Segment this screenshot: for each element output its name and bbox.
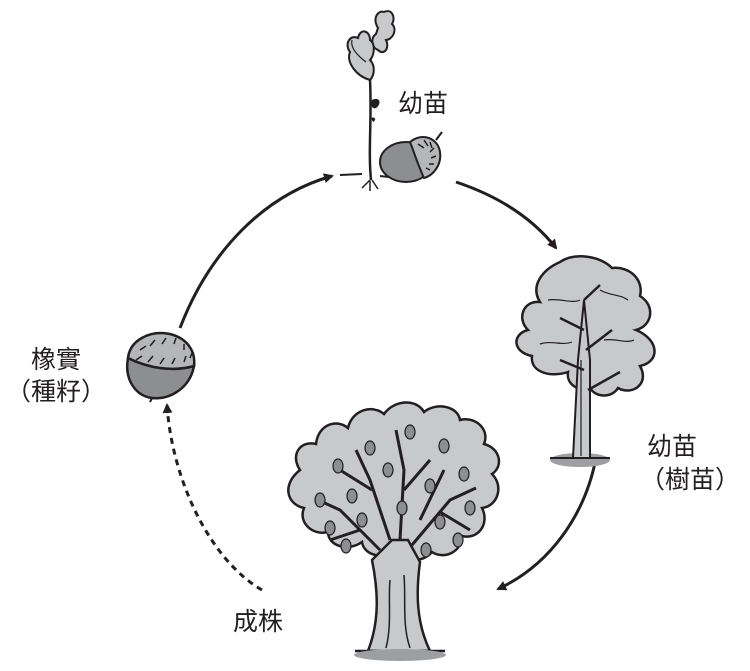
arrow-adult-to-acorn-dashed [162,403,263,592]
seedling-label: 幼苗 [398,89,448,118]
tree-acorns [314,424,476,558]
sapling-label-line2: （樹苗） [640,465,740,494]
adult-label: 成株 [233,607,283,636]
adult-oak-illustration [287,401,501,661]
arrow-acorn-to-seedling [178,173,334,329]
acorn-illustration [125,331,196,403]
seedling-illustration [339,10,443,191]
acorn-label-line2: （種籽） [6,377,106,406]
sapling-label-line1: 幼苗 [647,432,697,461]
arrow-sapling-to-adult [496,457,598,591]
arrow-seedling-to-sapling [455,180,558,250]
acorn-label-line1: 橡實 [31,345,81,374]
sapling-illustration [515,255,656,467]
